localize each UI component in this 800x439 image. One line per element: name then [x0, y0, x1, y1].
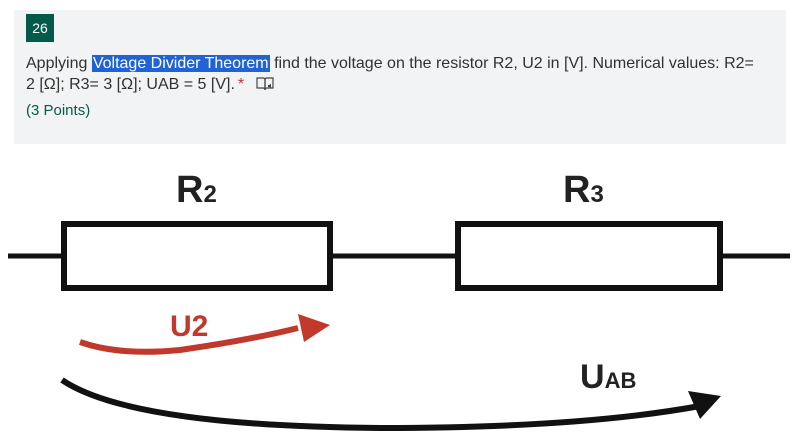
uab-arrow — [60, 377, 701, 432]
required-asterisk: * — [237, 76, 245, 93]
question-points: (3 Points) — [26, 102, 91, 119]
circuit-figure: R2 R3 U2 UAB — [0, 144, 800, 434]
highlighted-term: Voltage Divider Theorem — [91, 55, 270, 72]
question-card — [14, 10, 786, 144]
resistor-r2 — [61, 221, 333, 291]
resistor-r3 — [455, 221, 723, 291]
r2-label: R2 — [176, 169, 217, 211]
u2-label: U2 — [170, 310, 208, 343]
question-text: Applying Voltage Divider Theorem find th… — [26, 53, 766, 95]
r3-label: R3 — [563, 169, 604, 211]
uab-arrowhead — [688, 391, 721, 419]
u2-arrow — [79, 325, 299, 355]
u2-arrowhead — [298, 314, 330, 342]
question-text-after: find the voltage on the resistor R2, U2 … — [26, 55, 754, 93]
uab-label: UAB — [580, 358, 636, 396]
immersive-reader-icon[interactable] — [256, 76, 274, 92]
question-text-before: Applying — [26, 55, 92, 72]
question-number-badge: 26 — [26, 14, 54, 42]
